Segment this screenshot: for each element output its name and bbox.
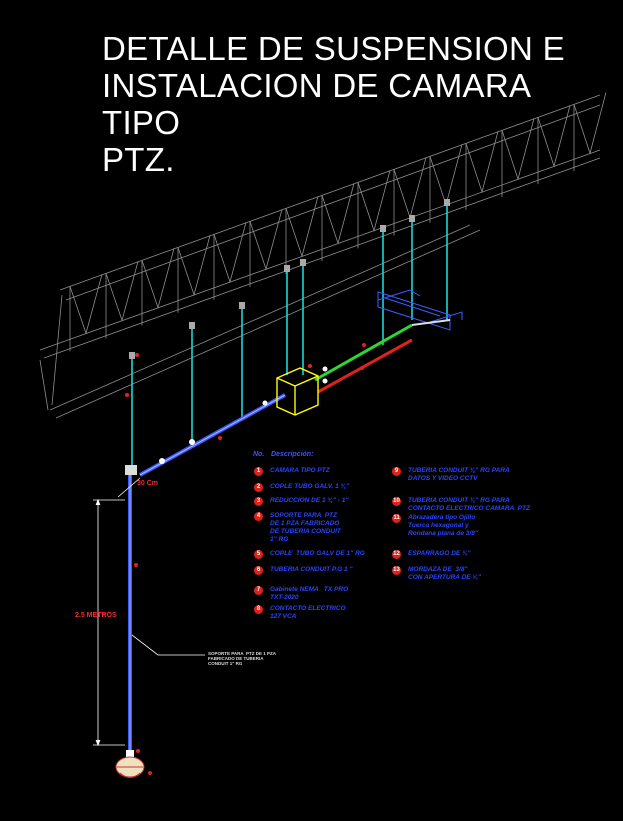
legend-item-text: Gabinete NEMA TX PRO TXT-2020 [270, 586, 349, 601]
truss-member [429, 144, 463, 207]
dimension-lines [93, 477, 141, 747]
truss-member [105, 261, 139, 322]
roof-truss [39, 92, 607, 419]
title-line-2: INSTALACION DE CAMARA TIPO [102, 67, 530, 141]
legend-item-number: 10 [392, 497, 401, 506]
truss-member [69, 274, 103, 335]
legend-item: 1 CAMARA TIPO PTZ [254, 467, 330, 476]
truss-member [249, 209, 283, 271]
legend-item-text: TUBERIA CONDUIT P.G 1 " [270, 566, 353, 573]
legend-item: 9 TUBERIA CONDUIT ¾" RG PARA DATOS Y VIDE… [392, 467, 510, 483]
legend-item-number: 12 [392, 550, 401, 559]
legend-item: 2 COPLE TUBO GALV. 1 ¾" [254, 483, 349, 492]
truss-member [537, 105, 571, 168]
legend-item-text: COPLE TUBO GALV DE 1" RG [270, 550, 365, 557]
legend-item: 13 MORDAZA DE 3/8" CON APERTURA DE ⅝" [392, 566, 481, 582]
legend-item: 8 CONTACTO ELECTRICO 127 VCA [254, 605, 346, 621]
title-line-1: DETALLE DE SUSPENSION E [102, 30, 565, 67]
camera-drop [125, 465, 137, 752]
legend-item-number: 9 [392, 467, 401, 476]
legend-item-number: 6 [254, 566, 263, 575]
legend-item-number: 8 [254, 605, 263, 614]
legend-item-number: 4 [254, 512, 263, 521]
legend-item: 5 COPLE TUBO GALV DE 1" RG [254, 550, 365, 559]
hanger-clamps [129, 199, 450, 359]
height-dimension-label: 2.5 METROS [75, 612, 117, 619]
ceiling-hangers [131, 202, 448, 470]
drawing-title: DETALLE DE SUSPENSION E INSTALACION DE C… [102, 30, 612, 178]
title-line-3: PTZ. [102, 141, 175, 178]
truss-member [285, 196, 319, 258]
legend-item: 10 TUBERIA CONDUIT ¾" RG PARA CONTACTO EL… [392, 497, 530, 513]
legend-item-number: 1 [254, 467, 263, 476]
truss-member [573, 92, 607, 155]
legend-item: 11 Abrazadera tipo Ojillo Tuerca hexagona… [392, 514, 478, 538]
legend-item-text: SOPORTE PARA PTZ DE 1 PZA FABRICADO DE T… [270, 512, 341, 543]
legend-item-text: Abrazadera tipo Ojillo Tuerca hexagonal … [408, 514, 478, 537]
truss-member [357, 170, 391, 232]
truss-member [501, 118, 535, 181]
legend-item-text: COPLE TUBO GALV. 1 ¾" [270, 483, 350, 490]
legend-header-no: No. [253, 451, 265, 458]
legend-item-text: TUBERIA CONDUIT ¾" RG PARA DATOS Y VIDEO… [408, 467, 510, 482]
legend-item-text: REDUCCION DE 1 ¾" - 1" [270, 497, 349, 504]
truss-member [321, 183, 355, 245]
legend-item-number: 3 [254, 497, 263, 506]
steel-beam [377, 289, 463, 331]
truss-member [213, 222, 247, 284]
legend-item: 7 Gabinete NEMA TX PRO TXT-2020 [254, 586, 348, 602]
support-note: SOPORTE PARA PTZ DE 1 PZA FABRICADO DE T… [208, 651, 277, 666]
legend-item-text: ESPARRAGO DE ⅜" [408, 550, 471, 557]
note-leader [131, 634, 205, 656]
legend-item: 3 REDUCCION DE 1 ¾" - 1" [254, 497, 348, 506]
legend-item: 4 SOPORTE PARA PTZ DE 1 PZA FABRICADO DE … [254, 512, 341, 544]
ptz-camera-icon [115, 750, 145, 778]
truss-member [177, 235, 211, 297]
legend-item-number: 7 [254, 586, 263, 595]
legend-item-text: TUBERIA CONDUIT ¾" RG PARA CONTACTO ELEC… [408, 497, 530, 512]
couplers [159, 366, 328, 464]
legend-item-number: 5 [254, 550, 263, 559]
truss-member [393, 157, 427, 219]
truss-member [141, 248, 175, 309]
legend-item-number: 11 [392, 514, 401, 523]
legend-item: 12 ESPARRAGO DE ⅜" [392, 550, 471, 559]
legend-header-description: Descripción: [271, 451, 314, 458]
legend-item-number: 2 [254, 483, 263, 492]
legend-item: 6 TUBERIA CONDUIT P.G 1 " [254, 566, 353, 575]
legend-item-number: 13 [392, 566, 401, 575]
legend-item-text: CAMARA TIPO PTZ [270, 467, 330, 474]
offset-dimension-label: 30 Cm [137, 480, 159, 487]
drawing-callouts [125, 343, 366, 775]
nema-cabinet [276, 367, 319, 416]
truss-member [465, 131, 499, 194]
legend-item-text: CONTACTO ELECTRICO 127 VCA [270, 605, 346, 620]
legend-item-text: MORDAZA DE 3/8" CON APERTURA DE ⅝" [408, 566, 481, 581]
